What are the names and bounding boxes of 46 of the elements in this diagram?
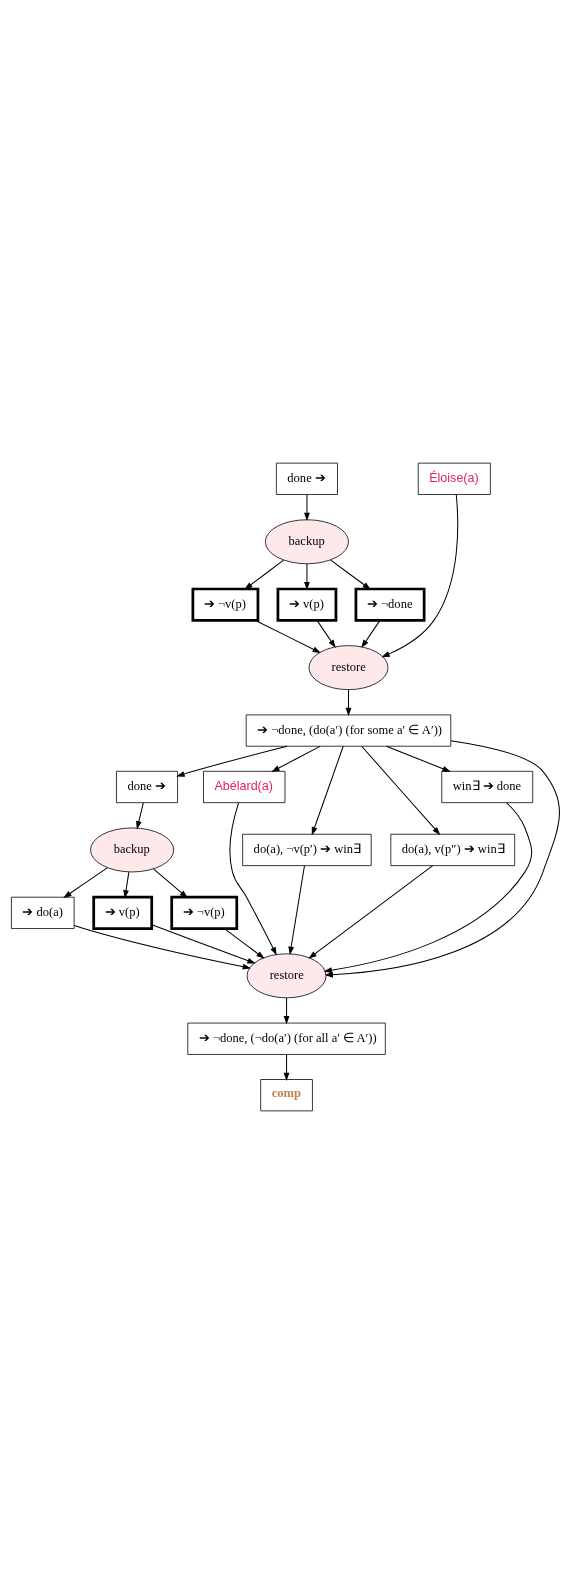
node-box: done ➔ (275, 462, 338, 495)
node-box: ➔ ¬done (354, 587, 426, 622)
arrow (136, 801, 144, 829)
node-box: ➔ do(a) (11, 896, 75, 929)
node-box: ➔ ¬v(p) (191, 587, 260, 622)
arrow (288, 864, 305, 955)
arrow (381, 493, 459, 657)
arrow (330, 559, 371, 590)
arrow (304, 563, 310, 590)
node-box: Éloise(a) (417, 462, 491, 495)
arrow (63, 866, 108, 898)
arrow (345, 688, 352, 716)
arrow (176, 745, 288, 777)
arrow (151, 923, 256, 964)
node-box: ➔ ¬done, (do(a′) (for some a′ ∈ A′)) (245, 714, 452, 747)
node-ellipse: backup (90, 827, 175, 872)
arrow (271, 745, 321, 772)
arrow (244, 559, 285, 590)
node-box: Abélard(a) (203, 770, 286, 803)
arrow (385, 745, 451, 772)
arrow (153, 868, 188, 898)
node-box: ➔ v(p) (92, 895, 154, 930)
arrow (324, 739, 560, 978)
arrow (223, 927, 265, 959)
arrow (283, 1053, 290, 1081)
arrow (361, 745, 441, 835)
arrow (73, 924, 252, 970)
arrow (323, 801, 533, 973)
arrow (308, 864, 434, 959)
arrow (316, 619, 336, 648)
arrow (123, 871, 130, 898)
arrow (361, 619, 381, 648)
arrow (304, 493, 310, 521)
arrow (255, 619, 321, 653)
node-box: win∃ ➔ done (441, 770, 534, 803)
node-box: do(a), v(p″) ➔ win∃ (390, 833, 516, 866)
node-box: ➔ v(p) (276, 587, 338, 622)
node-box: comp (260, 1078, 313, 1111)
arrow (311, 745, 344, 835)
arrow (283, 997, 290, 1024)
node-box: ➔ ¬v(p) (170, 895, 239, 930)
node-box: done ➔ (116, 770, 178, 803)
node-box: do(a), ¬v(p′) ➔ win∃ (242, 833, 372, 866)
node-box: ➔ ¬done, (¬do(a′) (for all a′ ∈ A′)) (187, 1022, 386, 1055)
arrow (229, 801, 277, 955)
node-ellipse: backup (264, 518, 349, 564)
